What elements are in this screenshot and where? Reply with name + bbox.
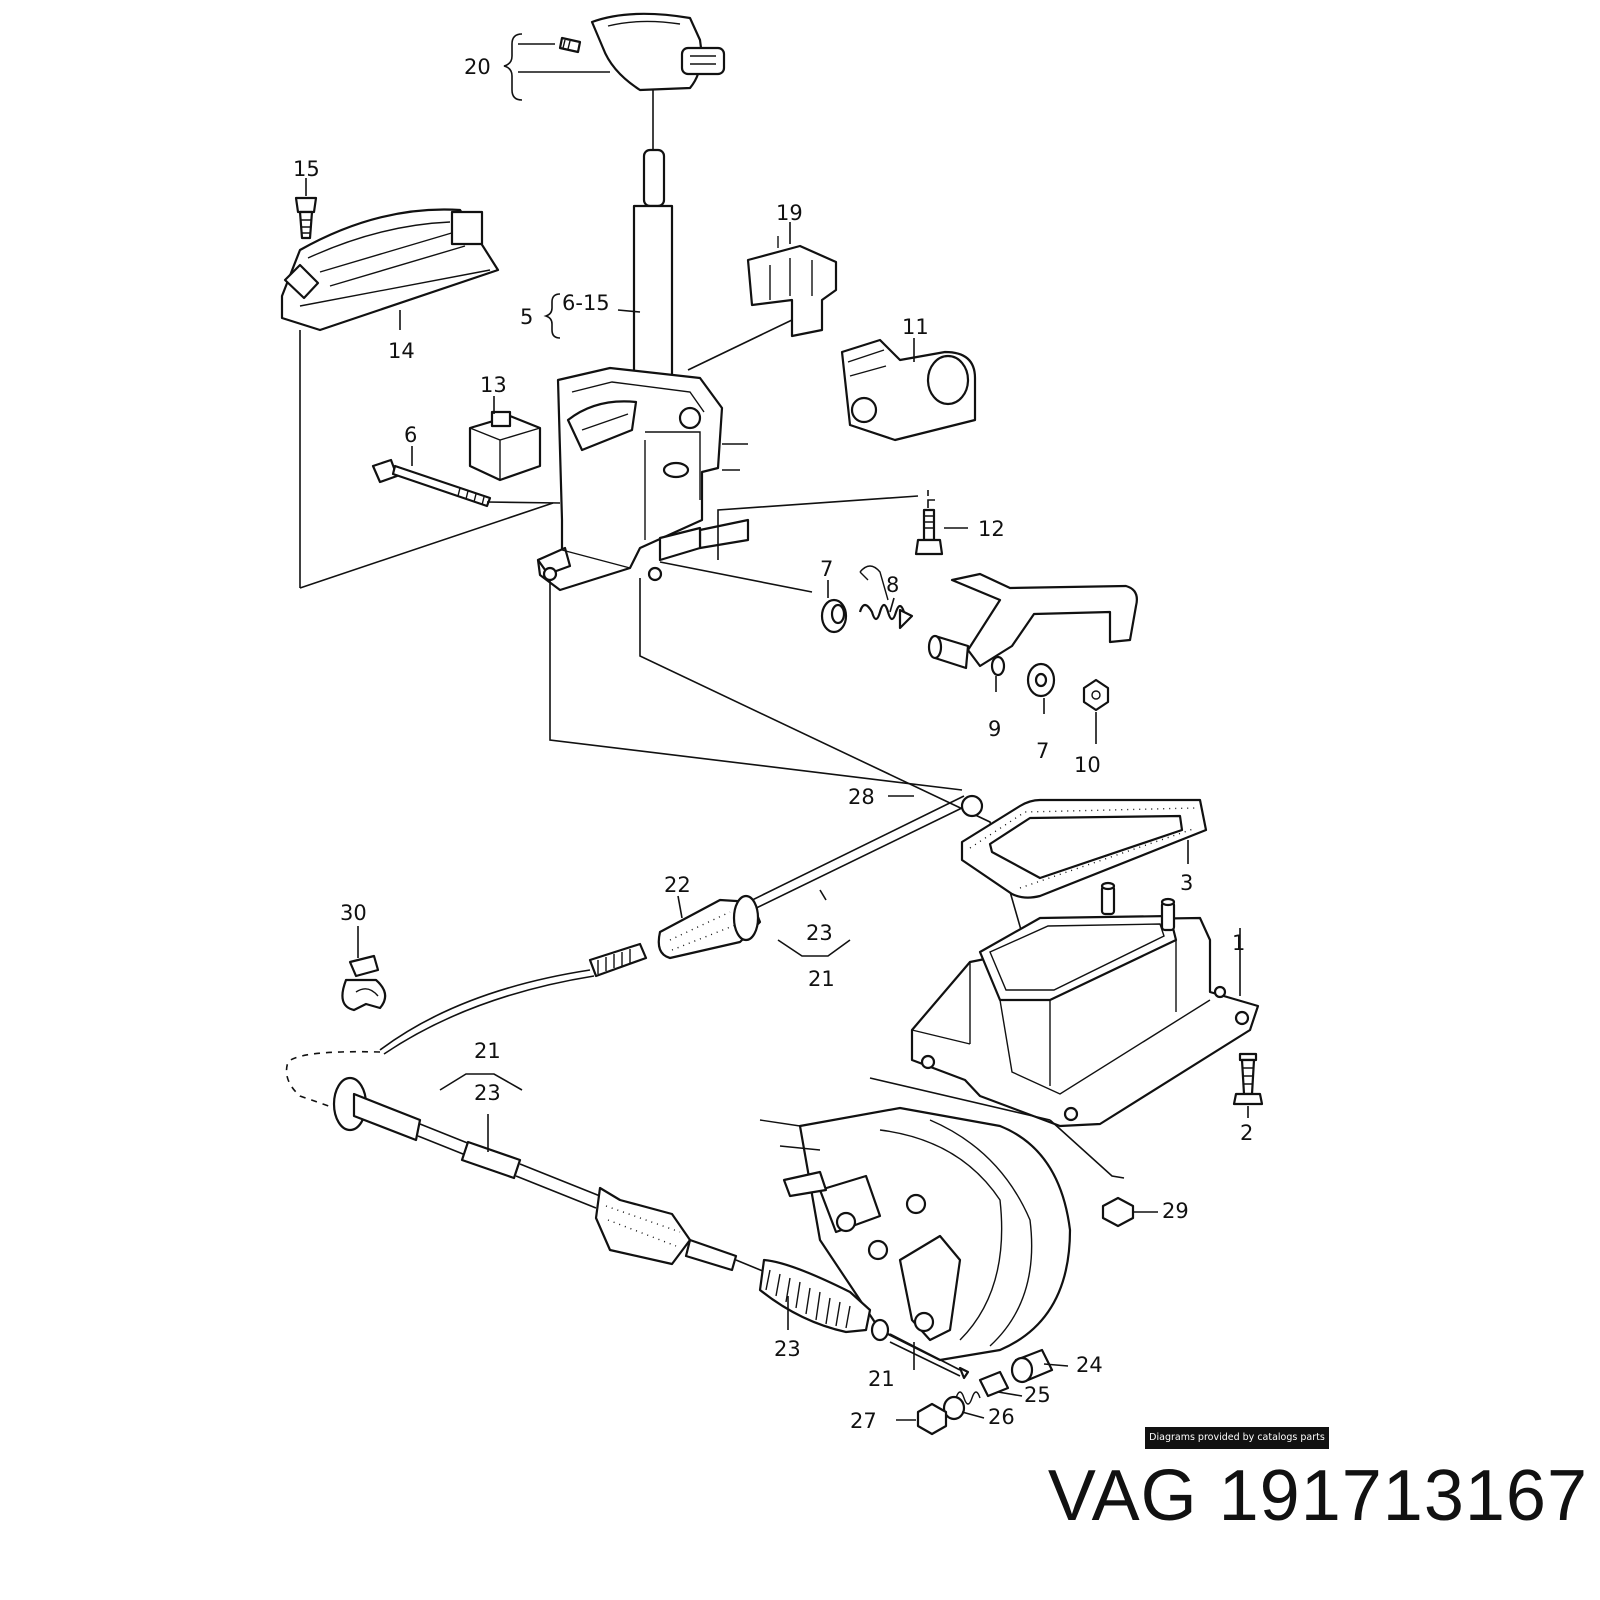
bracket-part-11 <box>840 338 977 442</box>
shift-knob <box>590 12 726 152</box>
switch-part-19 <box>687 236 838 371</box>
spring-8 <box>858 565 914 630</box>
callout-7b: 7 <box>1036 739 1049 763</box>
callout-30: 30 <box>340 901 367 925</box>
callout-23-lower: 23 <box>474 1081 501 1105</box>
callout-5: 5 <box>520 305 533 329</box>
nut-29 <box>1101 1196 1135 1228</box>
callout-labels: 20 15 19 5 6-15 14 11 13 6 12 7 8 9 7 10… <box>293 55 1253 1433</box>
callout-3: 3 <box>1180 871 1193 895</box>
bolt-6 <box>371 458 561 508</box>
gasket-3 <box>960 798 1208 899</box>
callout-14: 14 <box>388 339 415 363</box>
leader-line-housing-lever <box>659 561 813 593</box>
callout-1: 1 <box>1232 931 1245 955</box>
leader-line-housing-cable <box>549 580 963 791</box>
callout-2: 2 <box>1240 1121 1253 1145</box>
bushing-24 <box>1010 1348 1054 1384</box>
callout-15: 15 <box>293 157 320 181</box>
lower-cable <box>332 1076 970 1380</box>
callout-8: 8 <box>886 573 899 597</box>
transmission-case <box>759 1106 1072 1362</box>
callout-21-bottom: 21 <box>868 1367 895 1391</box>
callout-7: 7 <box>820 557 833 581</box>
callout-9: 9 <box>988 717 1001 741</box>
callout-27: 27 <box>850 1409 877 1433</box>
bushing-25 <box>978 1370 1010 1398</box>
shift-lever <box>623 148 683 396</box>
selector-housing <box>536 366 750 592</box>
leader-line-housing-base <box>639 578 1041 997</box>
clip-30 <box>341 954 387 1012</box>
callout-22: 22 <box>664 873 691 897</box>
cover-screw <box>294 196 318 240</box>
callout-11: 11 <box>902 315 929 339</box>
callout-26: 26 <box>988 1405 1015 1429</box>
selector-cover <box>280 208 554 589</box>
upper-cable <box>285 794 984 1111</box>
diagram-credit-label: Diagrams provided by catalogs parts <box>1145 1427 1329 1449</box>
callout-23-upper: 23 <box>806 921 833 945</box>
callout-10: 10 <box>1074 753 1101 777</box>
callout-21-lower: 21 <box>474 1039 501 1063</box>
callout-29: 29 <box>1162 1199 1189 1223</box>
callout-6: 6 <box>404 423 417 447</box>
callout-25: 25 <box>1024 1383 1051 1407</box>
callout-20: 20 <box>464 55 491 79</box>
nut-10 <box>1082 678 1110 712</box>
base-housing-1 <box>869 881 1260 1179</box>
callout-13: 13 <box>480 373 507 397</box>
washer-7b <box>1026 662 1056 698</box>
bracket-20 <box>503 33 523 101</box>
knob-screw <box>558 36 582 54</box>
callout-19: 19 <box>776 201 803 225</box>
bolt-12 <box>717 490 944 560</box>
callout-24: 24 <box>1076 1353 1103 1377</box>
washer-7 <box>820 598 848 634</box>
lever-9 <box>927 572 1138 677</box>
spring-26 <box>942 1391 981 1421</box>
callout-21-upper: 21 <box>808 967 835 991</box>
callout-28: 28 <box>848 785 875 809</box>
callout-6-15: 6-15 <box>562 291 610 315</box>
callout-23-bottom: 23 <box>774 1337 801 1361</box>
switch-part-13 <box>468 410 542 482</box>
callout-12: 12 <box>978 517 1005 541</box>
part-number-caption: VAG 191713167 <box>1047 1456 1588 1536</box>
nut-27 <box>916 1402 948 1436</box>
bolt-2 <box>1232 1052 1264 1106</box>
